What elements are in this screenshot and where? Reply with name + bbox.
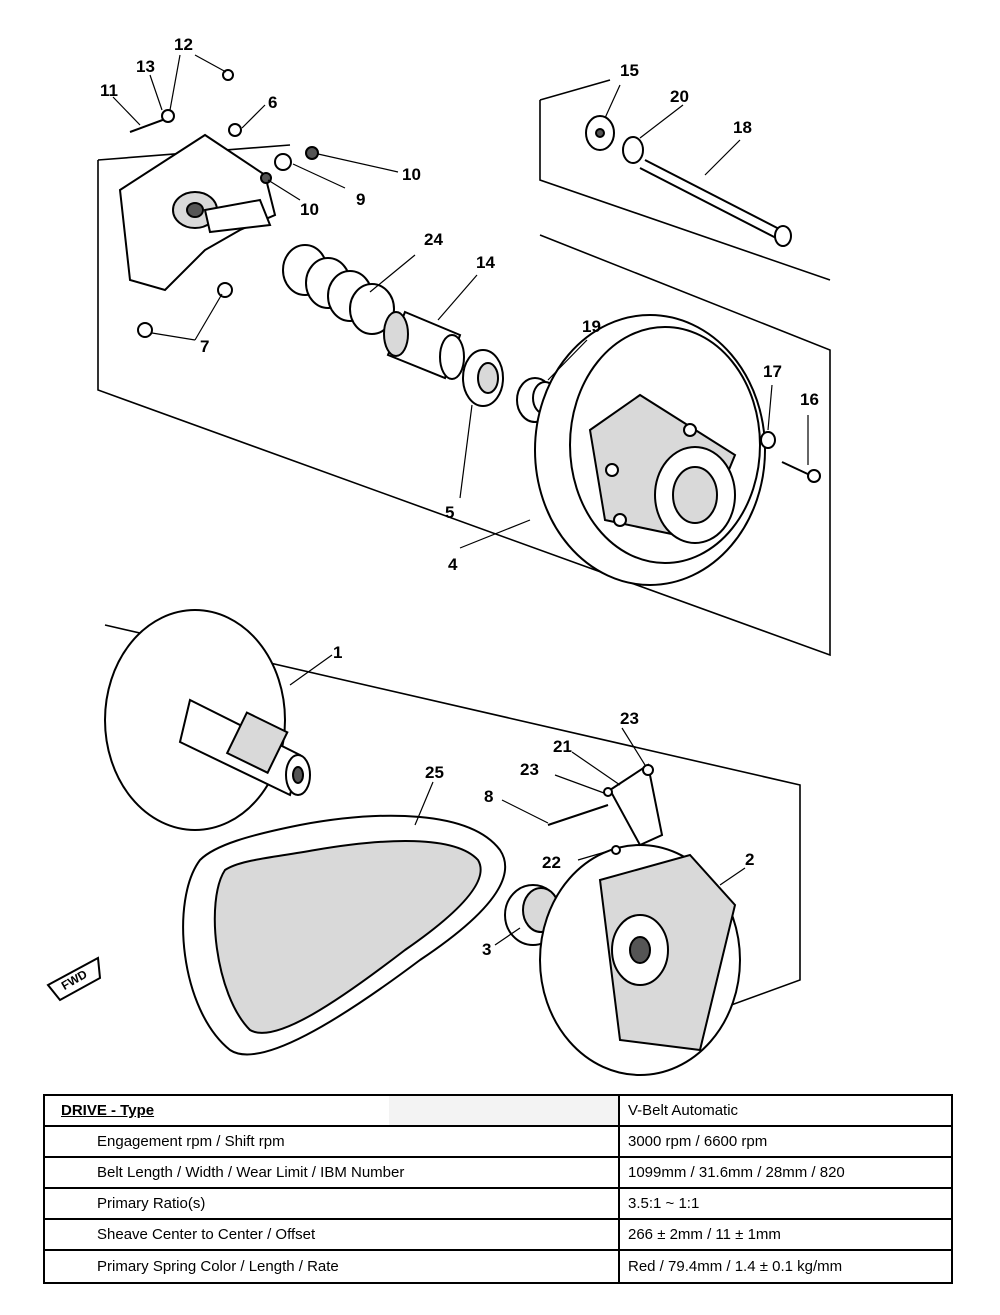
- callout-labels: 11 13 12 6 10 9 10 7 24 14 19 5 4 15 20 …: [100, 35, 819, 959]
- row-label-spring: Primary Spring Color / Length / Rate: [45, 1251, 620, 1282]
- row-label-engagement: Engagement rpm / Shift rpm: [45, 1127, 620, 1158]
- leader-lines: [112, 54, 809, 946]
- bearing-5: [462, 349, 504, 407]
- callout-14: 14: [476, 253, 495, 272]
- callout-12: 12: [174, 35, 193, 54]
- callout-17: 17: [763, 362, 782, 381]
- callout-23-left: 23: [520, 760, 539, 779]
- row-value-belt: 1099mm / 31.6mm / 28mm / 820: [620, 1158, 951, 1189]
- callout-18: 18: [733, 118, 752, 137]
- exploded-parts-diagram: FWD 11 13 12 6: [46, 35, 831, 1076]
- callout-10-upper: 10: [402, 165, 421, 184]
- callout-22: 22: [542, 853, 561, 872]
- sleeve-bushing: [383, 310, 465, 380]
- row-value-ratio: 3.5:1 ~ 1:1: [620, 1189, 951, 1220]
- callout-15: 15: [620, 61, 639, 80]
- callout-8: 8: [484, 787, 493, 806]
- row-value-spring: Red / 79.4mm / 1.4 ± 0.1 kg/mm: [628, 1258, 843, 1275]
- callout-16: 16: [800, 390, 819, 409]
- weight-arm-assembly: [547, 763, 664, 855]
- assembly-outline-lines: [97, 79, 831, 1021]
- callout-6: 6: [268, 93, 277, 112]
- callout-24: 24: [424, 230, 443, 249]
- callout-13: 13: [136, 57, 155, 76]
- drive-belt: [182, 814, 507, 1056]
- callout-11: 11: [100, 81, 118, 100]
- callout-1: 1: [333, 643, 342, 662]
- spider-arm-assembly: [118, 133, 277, 338]
- fwd-arrow: FWD: [46, 956, 102, 1002]
- callout-25: 25: [425, 763, 444, 782]
- callout-9: 9: [356, 190, 365, 209]
- spec-table: DRIVE - Type V-Belt Automatic Engagement…: [43, 1094, 953, 1284]
- row-value-sheave: 266 ± 2mm / 11 ± 1mm: [620, 1220, 951, 1251]
- clutch-cover: [534, 314, 766, 586]
- table-header-label: DRIVE - Type: [45, 1096, 620, 1127]
- row-label-sheave: Sheave Center to Center / Offset: [45, 1220, 620, 1251]
- primary-spring: [282, 244, 395, 335]
- bolt-and-washers: [585, 115, 821, 483]
- callout-21: 21: [553, 737, 572, 756]
- row-label-ratio: Primary Ratio(s): [45, 1189, 620, 1220]
- callout-7: 7: [200, 337, 209, 356]
- callout-3: 3: [482, 940, 491, 959]
- callout-19: 19: [582, 317, 601, 336]
- table-header-value: V-Belt Automatic: [620, 1096, 951, 1127]
- callout-5: 5: [445, 503, 454, 522]
- fixed-sheave: [104, 609, 311, 831]
- callout-23-right: 23: [620, 709, 639, 728]
- callout-4: 4: [448, 555, 458, 574]
- callout-10-lower: 10: [300, 200, 319, 219]
- callout-20: 20: [670, 87, 689, 106]
- small-hardware: [129, 69, 319, 184]
- callout-2: 2: [745, 850, 754, 869]
- movable-sheave: [539, 844, 741, 1076]
- row-label-belt: Belt Length / Width / Wear Limit / IBM N…: [45, 1158, 620, 1189]
- row-value-engagement: 3000 rpm / 6600 rpm: [620, 1127, 951, 1158]
